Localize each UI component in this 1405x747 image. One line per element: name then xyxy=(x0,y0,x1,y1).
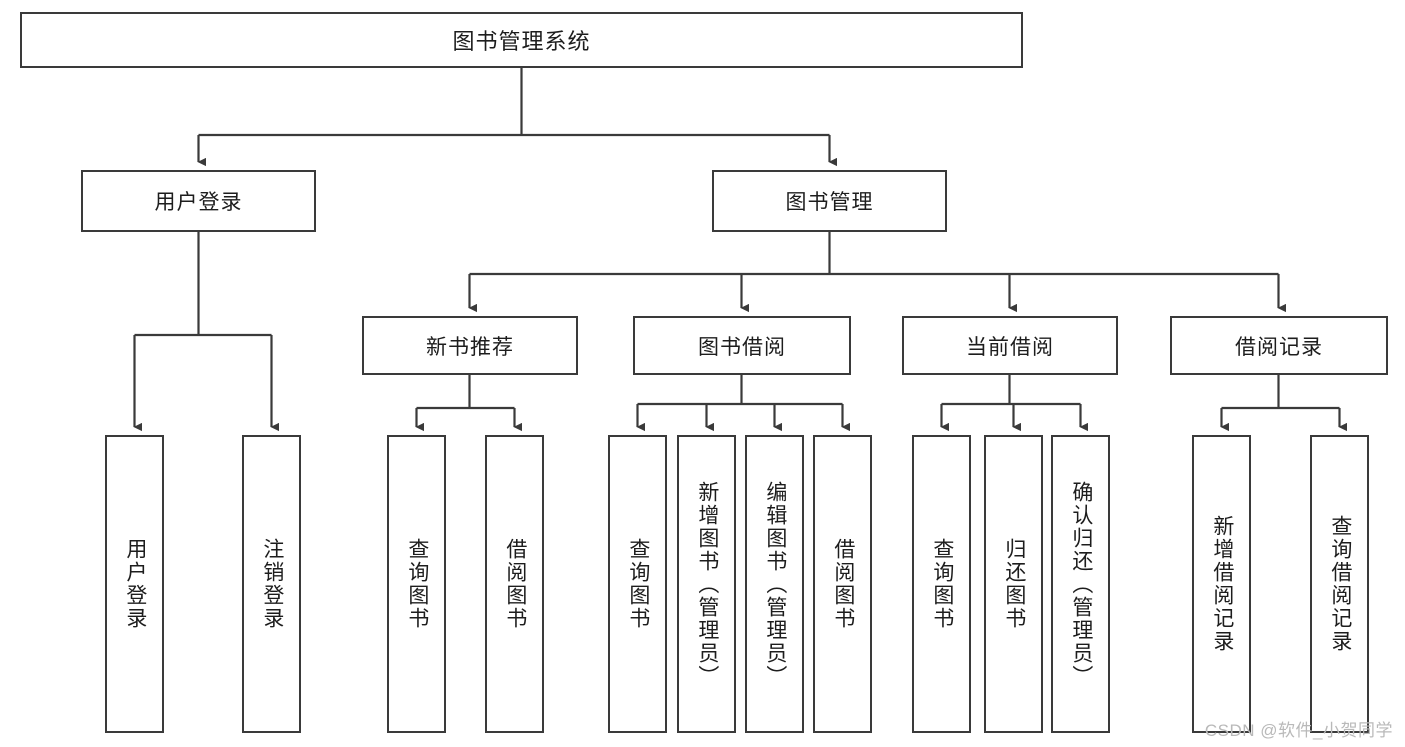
leaf-query-book-borrow[interactable]: 查询图书 xyxy=(608,435,667,733)
leaf-query-book-newbooks[interactable]: 查询图书 xyxy=(387,435,446,733)
node-root-label: 图书管理系统 xyxy=(452,29,591,54)
leaf-label: 归还图书 xyxy=(1002,538,1026,630)
node-new-book-recommend[interactable]: 新书推荐 xyxy=(362,316,578,375)
leaf-label: 借阅图书 xyxy=(503,538,527,630)
node-user-login[interactable]: 用户登录 xyxy=(81,170,316,232)
node-current-borrow-label: 当前借阅 xyxy=(966,335,1054,359)
watermark: CSDN @软件_小贺同学 xyxy=(1204,721,1393,740)
leaf-label: 编辑图书（管理员） xyxy=(763,480,787,688)
node-root[interactable]: 图书管理系统 xyxy=(20,12,1023,68)
node-book-management[interactable]: 图书管理 xyxy=(712,170,947,232)
leaf-label: 查询图书 xyxy=(405,538,429,630)
node-current-borrow[interactable]: 当前借阅 xyxy=(902,316,1118,375)
node-borrow-records-label: 借阅记录 xyxy=(1235,335,1323,359)
node-book-borrow-label: 图书借阅 xyxy=(698,335,786,359)
node-book-borrow[interactable]: 图书借阅 xyxy=(633,316,851,375)
leaf-label: 新增图书（管理员） xyxy=(695,480,719,688)
leaf-label: 查询借阅记录 xyxy=(1328,515,1352,653)
leaf-borrow-book[interactable]: 借阅图书 xyxy=(813,435,872,733)
node-book-management-label: 图书管理 xyxy=(785,191,874,214)
node-new-book-recommend-label: 新书推荐 xyxy=(426,335,514,359)
leaf-add-borrow-record[interactable]: 新增借阅记录 xyxy=(1192,435,1251,733)
leaf-confirm-return-admin[interactable]: 确认归还（管理员） xyxy=(1051,435,1110,733)
leaf-query-borrow-record[interactable]: 查询借阅记录 xyxy=(1310,435,1369,733)
leaf-edit-book-admin[interactable]: 编辑图书（管理员） xyxy=(745,435,804,733)
leaf-query-book-current[interactable]: 查询图书 xyxy=(912,435,971,733)
leaf-add-book-admin[interactable]: 新增图书（管理员） xyxy=(677,435,736,733)
leaf-label: 注销登录 xyxy=(260,538,284,630)
node-borrow-records[interactable]: 借阅记录 xyxy=(1170,316,1388,375)
leaf-borrow-book-newbooks[interactable]: 借阅图书 xyxy=(485,435,544,733)
leaf-label: 确认归还（管理员） xyxy=(1069,480,1093,688)
leaf-label: 查询图书 xyxy=(930,538,954,630)
leaf-label: 新增借阅记录 xyxy=(1210,515,1234,653)
leaf-return-book[interactable]: 归还图书 xyxy=(984,435,1043,733)
leaf-label: 用户登录 xyxy=(123,538,147,630)
node-user-login-label: 用户登录 xyxy=(154,191,243,214)
leaf-user-login[interactable]: 用户登录 xyxy=(105,435,164,733)
leaf-logout[interactable]: 注销登录 xyxy=(242,435,301,733)
leaf-label: 借阅图书 xyxy=(831,538,855,630)
leaf-label: 查询图书 xyxy=(626,538,650,630)
